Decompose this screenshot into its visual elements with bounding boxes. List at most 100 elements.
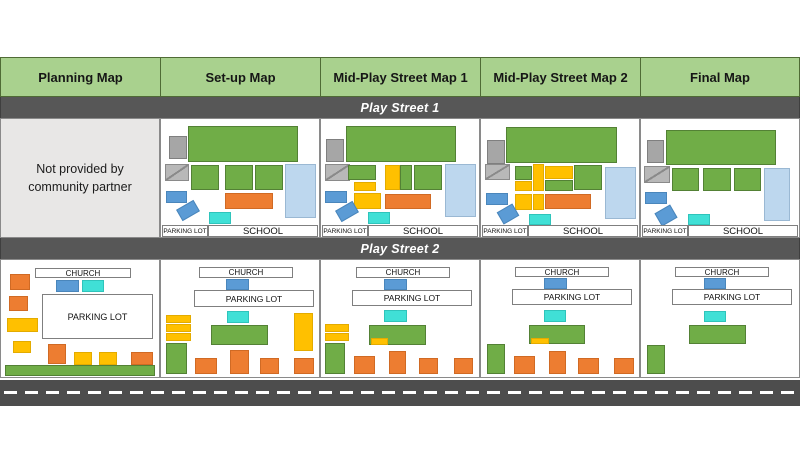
map-yellow-rect [325, 324, 349, 332]
band-play-street-1: Play Street 1 [0, 97, 800, 118]
map-orange-rect [131, 352, 153, 365]
map-gray-rect [326, 139, 344, 162]
map-label-parking-lot: PARKING LOT [672, 289, 792, 305]
not-provided-text: Not provided by community partner [28, 161, 132, 194]
map-label-parking-lot: PARKING LOT [642, 225, 688, 237]
map-green-rect [487, 344, 505, 374]
map-label-church: CHURCH [35, 268, 131, 278]
map-yellow-rect [515, 181, 532, 191]
map-orange-rect [389, 351, 406, 374]
map-yellow-rect [533, 164, 544, 191]
map-cyan-rect [544, 310, 566, 322]
map-green-rect [225, 165, 253, 190]
map-green-rect [647, 345, 665, 374]
map-orange-rect [549, 351, 566, 374]
header-cell-final-map: Final Map [640, 57, 800, 97]
header-cell-mid-play-2: Mid-Play Street Map 2 [480, 57, 640, 97]
map-yellow-rect [354, 182, 376, 191]
map-blue-rect [325, 191, 347, 203]
map-label-church: CHURCH [199, 267, 293, 278]
map-green-rect [348, 165, 376, 180]
map-label-school: SCHOOL [208, 225, 318, 237]
map-yellow-rect [371, 338, 388, 345]
map-yellow-rect [166, 324, 191, 332]
map-street2-setup: CHURCH PARKING LOT [160, 259, 320, 378]
map-yellow-rect [515, 194, 532, 210]
map-blue-rect [384, 279, 407, 290]
map-yellow-rect [166, 333, 191, 341]
map-blue-rect [654, 204, 678, 227]
map-green-rect [545, 180, 573, 191]
map-yellow-rect [545, 166, 573, 179]
map-yellow-rect [99, 352, 117, 365]
map-green-rect [188, 126, 298, 162]
map-orange-rect [225, 193, 273, 209]
map-gray-diagonal-rect [485, 164, 510, 180]
map-blue-rect [56, 280, 79, 292]
map-blue-rect [486, 193, 508, 205]
map-gray-diagonal-rect [644, 166, 670, 183]
map-lightblue-rect [445, 164, 476, 217]
map-label-church: CHURCH [515, 267, 609, 277]
play-street-1-row: Not provided by community partner PARKIN… [0, 118, 800, 238]
map-cyan-rect [209, 212, 231, 224]
map-cyan-rect [704, 311, 726, 322]
map-green-rect [734, 168, 761, 191]
map-blue-rect [166, 191, 187, 203]
header-cell-mid-play-1: Mid-Play Street Map 1 [320, 57, 480, 97]
map-orange-rect [48, 344, 66, 364]
map-orange-rect [195, 358, 217, 374]
map-blue-rect [226, 279, 249, 290]
map-orange-rect [294, 358, 314, 374]
header-cell-planning-map: Planning Map [0, 57, 160, 97]
map-label-school: SCHOOL [368, 225, 478, 237]
map-yellow-rect [533, 194, 544, 210]
map-gray-rect [169, 136, 187, 159]
map-orange-rect [385, 194, 431, 209]
map-yellow-rect [166, 315, 191, 323]
map-cyan-rect [82, 280, 104, 292]
map-green-rect [166, 343, 187, 374]
map-orange-rect [614, 358, 634, 374]
map-orange-rect [9, 296, 28, 311]
road-band [0, 380, 800, 406]
map-cyan-rect [384, 310, 407, 322]
map-gray-rect [647, 140, 664, 163]
map-green-rect [400, 165, 412, 190]
map-yellow-rect [325, 333, 349, 341]
map-orange-rect [354, 356, 375, 374]
map-green-rect [191, 165, 219, 190]
cell-street1-planning-placeholder: Not provided by community partner [0, 118, 160, 238]
map-lightblue-rect [764, 168, 790, 221]
map-street2-mid-play-2: CHURCH PARKING LOT [480, 259, 640, 378]
map-green-rect [5, 365, 155, 376]
map-blue-rect [544, 278, 567, 289]
header-cell-setup-map: Set-up Map [160, 57, 320, 97]
map-green-rect [414, 165, 442, 190]
maps-table: Planning Map Set-up Map Mid-Play Street … [0, 57, 800, 378]
map-lightblue-rect [605, 167, 636, 219]
map-yellow-rect [7, 318, 38, 332]
map-lightblue-rect [285, 164, 316, 218]
map-label-parking-lot: PARKING LOT [512, 289, 632, 305]
map-gray-diagonal-rect [325, 164, 350, 181]
map-green-rect [689, 325, 746, 344]
map-green-rect [703, 168, 731, 191]
map-orange-rect [514, 356, 535, 374]
play-street-2-row: CHURCH PARKING LOT CHURCH PARKING LOT CHUR… [0, 259, 800, 378]
map-label-parking-lot: PARKING LOT [162, 225, 208, 237]
map-yellow-rect [354, 193, 381, 209]
map-cyan-rect [227, 311, 249, 323]
map-label-parking-lot: PARKING LOT [352, 290, 472, 306]
map-label-parking-lot: PARKING LOT [194, 290, 314, 307]
map-gray-rect [487, 140, 505, 164]
map-label-school: SCHOOL [688, 225, 798, 237]
map-orange-rect [545, 194, 591, 209]
map-green-rect [346, 126, 456, 162]
